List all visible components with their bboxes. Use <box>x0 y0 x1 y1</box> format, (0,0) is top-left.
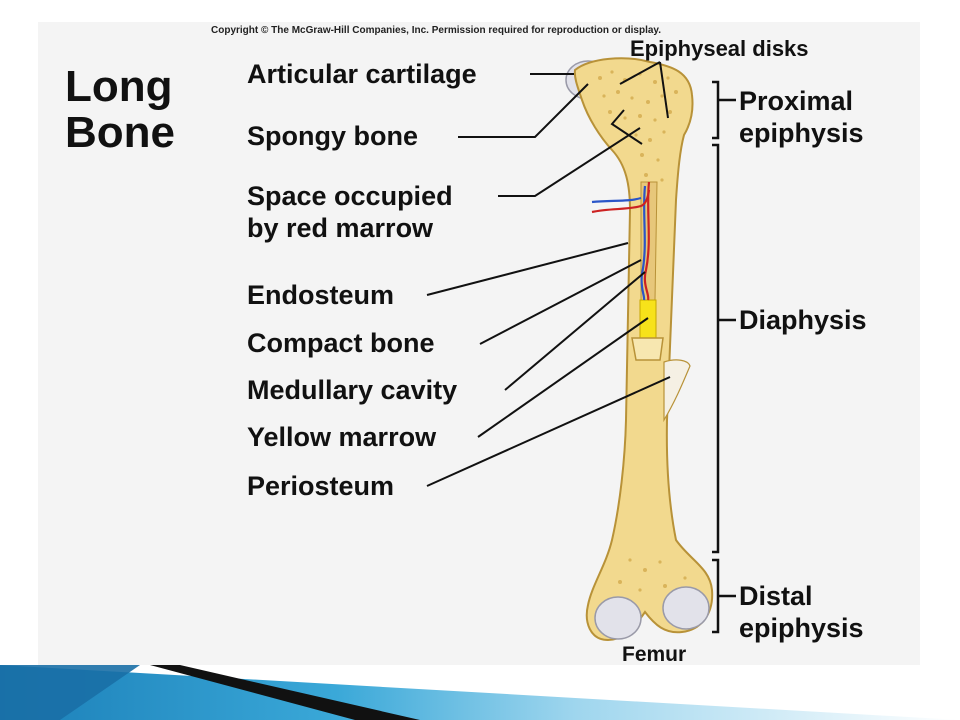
slide-title: Long Bone <box>65 64 175 156</box>
leader-compact-bone <box>479 259 642 345</box>
leader-red-marrow <box>498 127 641 197</box>
footer-blue-block <box>0 665 140 720</box>
leader-lines <box>426 61 671 487</box>
distal-cartilage-lateral <box>662 586 710 630</box>
label-endosteum: Endosteum <box>247 280 395 310</box>
label-red-marrow-line-1: Space occupied <box>247 181 453 211</box>
leader-medullary-cavity <box>504 271 646 391</box>
label-yellow-marrow: Yellow marrow <box>247 422 437 452</box>
leader-epiphyseal-disk-1 <box>619 61 661 85</box>
leader-periosteum <box>426 376 671 487</box>
label-proximal-line-1: Proximal <box>739 86 854 116</box>
title-line-2: Bone <box>65 108 175 157</box>
leader-endosteum <box>426 242 629 296</box>
figure-panel <box>38 22 920 665</box>
copyright-notice: Copyright © The McGraw-Hill Companies, I… <box>211 25 662 36</box>
label-distal-line-2: epiphysis <box>739 613 864 643</box>
femur-illustration <box>565 57 714 642</box>
label-red-marrow-line-2: by red marrow <box>247 213 434 243</box>
label-epiphyseal-disks: Epiphyseal disks <box>630 36 809 61</box>
slide-footer-decoration <box>0 665 960 720</box>
distal-cartilage-medial <box>594 596 642 640</box>
bracket-proximal-epiphysis <box>712 80 720 140</box>
label-distal-line-1: Distal <box>739 581 813 611</box>
label-spongy-bone: Spongy bone <box>247 121 418 151</box>
leader-yellow-marrow <box>477 317 649 438</box>
region-brackets <box>712 80 736 634</box>
label-compact-bone: Compact bone <box>247 328 435 358</box>
title-line-1: Long <box>65 62 173 111</box>
label-medullary-cavity: Medullary cavity <box>247 375 458 405</box>
cut-section-shape <box>631 337 664 361</box>
epiphyseal-disk-bracket <box>610 109 643 145</box>
leader-epiphyseal-disk-2 <box>659 61 669 119</box>
leader-spongy-bone <box>458 83 589 138</box>
footer-black-stripe <box>150 665 420 720</box>
periosteum-flap-shape <box>663 359 691 423</box>
label-articular-cartilage: Articular cartilage <box>247 59 477 89</box>
footer-gradient-wedge <box>0 665 960 720</box>
bracket-diaphysis <box>712 143 720 554</box>
label-proximal-line-2: epiphysis <box>739 118 864 148</box>
spongy-texture-proximal <box>598 70 678 182</box>
label-periosteum: Periosteum <box>247 471 395 501</box>
label-diaphysis: Diaphysis <box>739 305 867 335</box>
caption-femur: Femur <box>622 643 687 666</box>
